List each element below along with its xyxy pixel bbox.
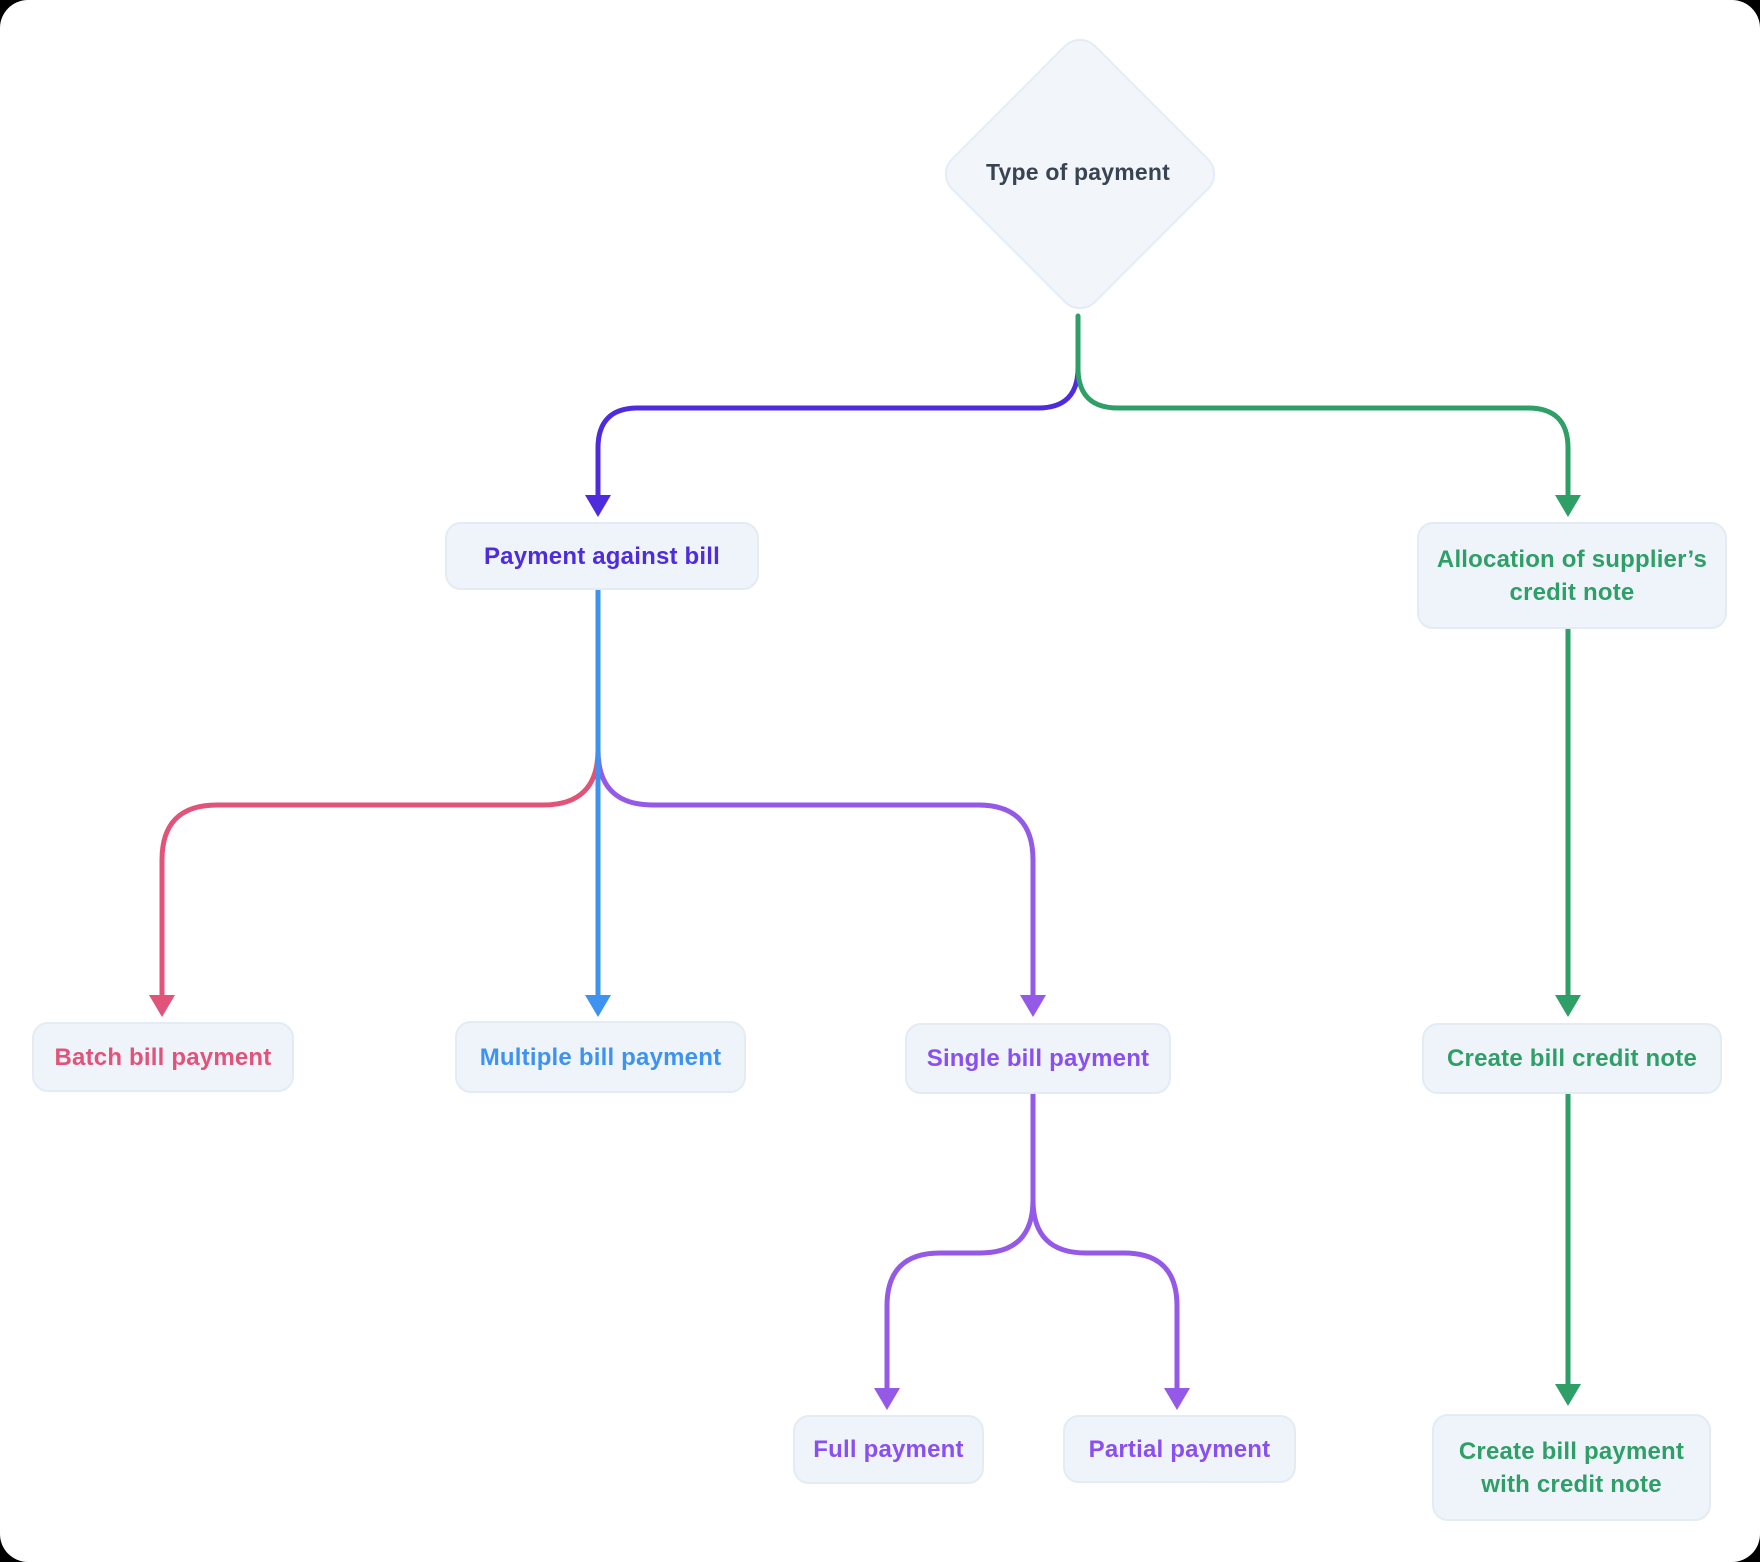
arrowhead xyxy=(1164,1388,1190,1410)
node-full-payment: Full payment xyxy=(793,1415,984,1484)
edge-credit-note-to-bill-payment xyxy=(1555,1087,1581,1406)
node-multiple-bill-payment: Multiple bill payment xyxy=(455,1021,746,1093)
arrowhead xyxy=(1020,995,1046,1017)
node-create-bill-credit-note: Create bill credit note xyxy=(1422,1023,1722,1094)
edge-payment-to-batch xyxy=(149,747,601,1017)
node-single-bill-payment: Single bill payment xyxy=(905,1023,1171,1094)
edge-allocation-to-create-credit-note xyxy=(1555,625,1581,1017)
node-payment-against-bill: Payment against bill xyxy=(445,522,759,590)
node-create-bill-payment-with-credit-note: Create bill payment with credit note xyxy=(1432,1414,1711,1521)
arrowhead xyxy=(149,995,175,1017)
arrowhead xyxy=(1555,995,1581,1017)
arrowhead xyxy=(585,995,611,1017)
edge-payment-to-single xyxy=(595,747,1046,1017)
edge-type-to-allocation-credit-note xyxy=(1075,313,1581,517)
node-type-of-payment: Type of payment xyxy=(985,158,1171,185)
edge-type-to-payment-against-bill xyxy=(585,317,1081,517)
edge-payment-to-multiple xyxy=(585,583,611,1017)
arrowhead xyxy=(1555,1384,1581,1406)
edge-single-to-partial xyxy=(1030,1087,1190,1410)
node-batch-bill-payment: Batch bill payment xyxy=(32,1022,294,1092)
node-partial-payment: Partial payment xyxy=(1063,1415,1296,1483)
edge-single-to-full xyxy=(874,1087,1036,1410)
arrowhead xyxy=(874,1388,900,1410)
arrowhead xyxy=(585,495,611,517)
arrowhead xyxy=(1555,495,1581,517)
node-allocation-supplier-credit-note: Allocation of supplier’s credit note xyxy=(1417,522,1727,629)
